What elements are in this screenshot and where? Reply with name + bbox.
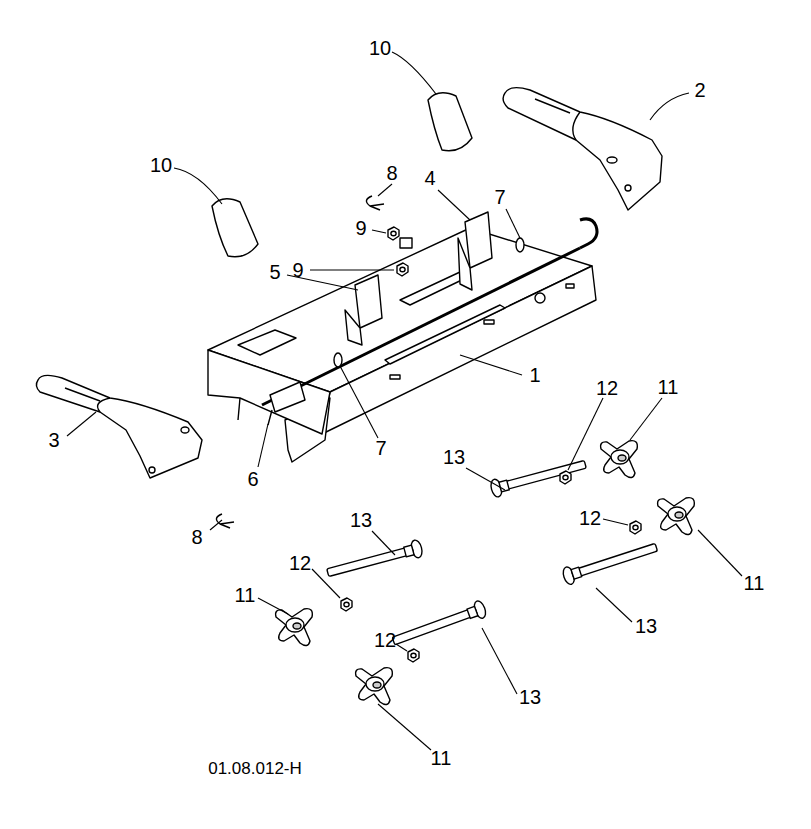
callout-number: 12: [289, 553, 311, 573]
callout-number: 8: [386, 163, 397, 183]
callout-number: 11: [658, 377, 679, 397]
callout-number: 10: [150, 155, 172, 175]
callout-number: 13: [519, 687, 541, 707]
callout-number: 7: [494, 187, 505, 207]
callout-number: 10: [369, 38, 391, 58]
callout-number: 3: [48, 430, 59, 450]
callout-number: 2: [694, 80, 705, 100]
callout-number: 6: [247, 469, 258, 489]
callout-number: 9: [355, 218, 366, 238]
callout-number: 8: [191, 527, 202, 547]
callout-number: 13: [635, 616, 657, 636]
callout-number: 5: [269, 262, 280, 282]
callout-number: 1: [529, 365, 540, 385]
callout-number: 12: [596, 378, 618, 398]
callout-number: 13: [350, 510, 372, 530]
callout-number: 12: [374, 630, 396, 650]
callout-number: 12: [579, 508, 601, 528]
callout-number: 11: [431, 748, 452, 768]
callout-number: 11: [744, 573, 765, 593]
callout-number: 7: [375, 438, 386, 458]
drawing-code: 01.08.012-H: [208, 760, 302, 777]
callout-number: 13: [443, 447, 465, 467]
callout-number: 9: [292, 260, 303, 280]
callout-number: 11: [235, 585, 256, 605]
callout-number: 4: [424, 168, 435, 188]
